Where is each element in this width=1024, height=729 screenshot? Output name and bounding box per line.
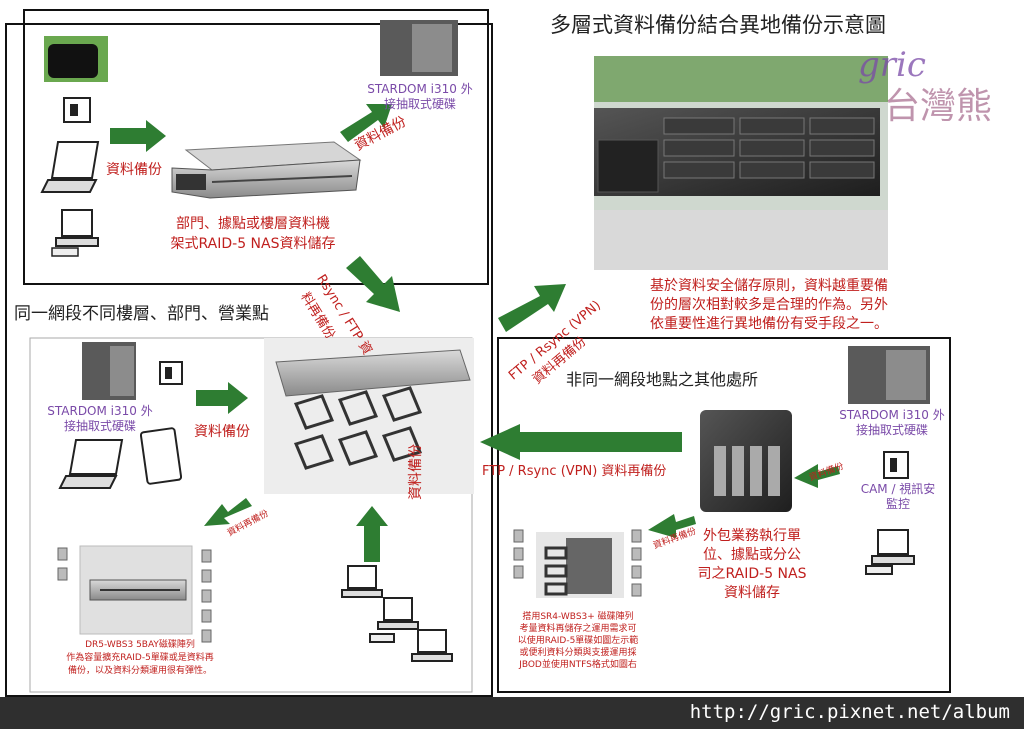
label-principle-1: 基於資料安全儲存原則，資料越重要備 <box>650 278 888 294</box>
laptop-left-icon <box>58 439 124 489</box>
hard-drive-icon <box>57 547 212 643</box>
label-sr4-5: JBOD並使用NTFS格式如圖右 <box>519 660 637 670</box>
label-backup-vertical: 資料備份 <box>408 444 424 500</box>
arrow-upright-top <box>340 104 392 142</box>
stardom-drive-top-icon <box>380 20 458 76</box>
label-outsource-3: 司之RAID-5 NAS <box>697 566 807 582</box>
label-nas-top-1: 部門、據點或樓層資料機 <box>176 216 330 232</box>
label-sr4-2: 考量資料再儲存之運用需求可 <box>519 624 637 634</box>
label-dr5-2: 作為容量擴充RAID-5單碟或是資料再 <box>66 653 214 663</box>
label-stardom-right-2: 接抽取式硬碟 <box>855 423 928 437</box>
arrow-down-center <box>346 256 400 312</box>
label-stardom-top-1: STARDOM i310 外 <box>367 82 473 96</box>
label-cam-1: CAM / 視訊安 <box>860 482 936 496</box>
sr4-array-icon <box>536 532 624 598</box>
label-same-segment: 同一網段不同樓層、部門、營業點 <box>14 304 269 324</box>
outer-frame <box>5 23 493 697</box>
label-ftp-vpn-horiz: FTP / Rsync (VPN) 資料再備份 <box>482 464 667 479</box>
arrow-left-cam <box>794 464 840 488</box>
label-backup-mid: 資料備份 <box>194 424 250 440</box>
label-dr5-3: 備份，以及資料分類運用很有彈性。 <box>67 666 212 676</box>
label-stardom-left-1: STARDOM i310 外 <box>47 404 153 418</box>
label-stardom-top-2: 接抽取式硬碟 <box>383 97 456 111</box>
camcorder-icon <box>63 97 91 123</box>
arrow-up-pcs <box>356 506 388 562</box>
arrow-downleft-left <box>204 498 252 526</box>
label-sr4-1: 搭用SR4-WBS3+ 磁碟陣列 <box>522 612 634 622</box>
label-outsource-2: 位、據點或分公 <box>703 547 801 563</box>
arrow-upright-offsite <box>498 284 566 332</box>
arrow-right-mid <box>196 382 248 414</box>
label-dr5-1: DR5-WBS3 5BAY磁碟陣列 <box>85 640 195 650</box>
label-principle-2: 份的層次相對較多是合理的作為。另外 <box>650 297 888 313</box>
laptop-icon <box>40 141 100 193</box>
desktop-pc-icon <box>51 209 99 257</box>
label-outsource-1: 外包業務執行單 <box>703 528 801 544</box>
hard-drive-right-icon <box>513 529 642 597</box>
top-left-frame <box>23 9 489 285</box>
label-sr4-3: 以使用RAID-5單碟如圖左示範 <box>517 636 639 646</box>
arrow-left-offsite <box>480 424 682 460</box>
camcorder-right-icon <box>883 451 909 479</box>
external-drive-icon <box>44 36 108 82</box>
watermark-logo: gric <box>858 45 926 85</box>
watermark-sub: 台灣熊 <box>884 86 993 127</box>
desktop-pc-right-icon <box>865 529 915 575</box>
diagram-title: 多層式資料備份結合異地備份示意圖 <box>550 13 886 37</box>
label-cam-2: 監控 <box>885 497 910 511</box>
footer-bar: http://gric.pixnet.net/album <box>0 697 1024 729</box>
desktop-cluster-icon <box>341 565 453 662</box>
nas-storage-center-icon <box>264 338 474 494</box>
label-sr4-4: 或便利資料分類與支援運用採 <box>519 648 637 658</box>
label-other-location: 非同一網段地點之其他處所 <box>566 370 759 389</box>
label-stardom-left-2: 接抽取式硬碟 <box>63 419 136 433</box>
arrow-left-sr4 <box>648 514 696 538</box>
stardom-drive-right-icon <box>848 346 930 404</box>
dr5-array-icon <box>79 545 193 635</box>
server-rack-icon <box>171 141 362 199</box>
nas-device-icon <box>700 410 792 512</box>
label-outsource-4: 資料儲存 <box>724 585 780 601</box>
label-principle-3: 依重要性進行異地備份有受手段之一。 <box>650 316 888 332</box>
nas-photo <box>594 56 888 270</box>
footer-url[interactable]: http://gric.pixnet.net/album <box>689 701 1010 723</box>
label-backup-top: 資料備份 <box>106 162 162 178</box>
camcorder-left-icon <box>159 361 183 385</box>
tablet-icon <box>139 427 183 485</box>
right-bottom-frame <box>497 337 951 693</box>
label-stardom-right-1: STARDOM i310 外 <box>839 408 945 422</box>
stardom-drive-left-icon <box>82 342 136 400</box>
bottom-left-frame <box>29 337 473 693</box>
label-nas-top-2: 架式RAID-5 NAS資料儲存 <box>170 236 336 252</box>
arrow-right-top <box>110 120 166 152</box>
